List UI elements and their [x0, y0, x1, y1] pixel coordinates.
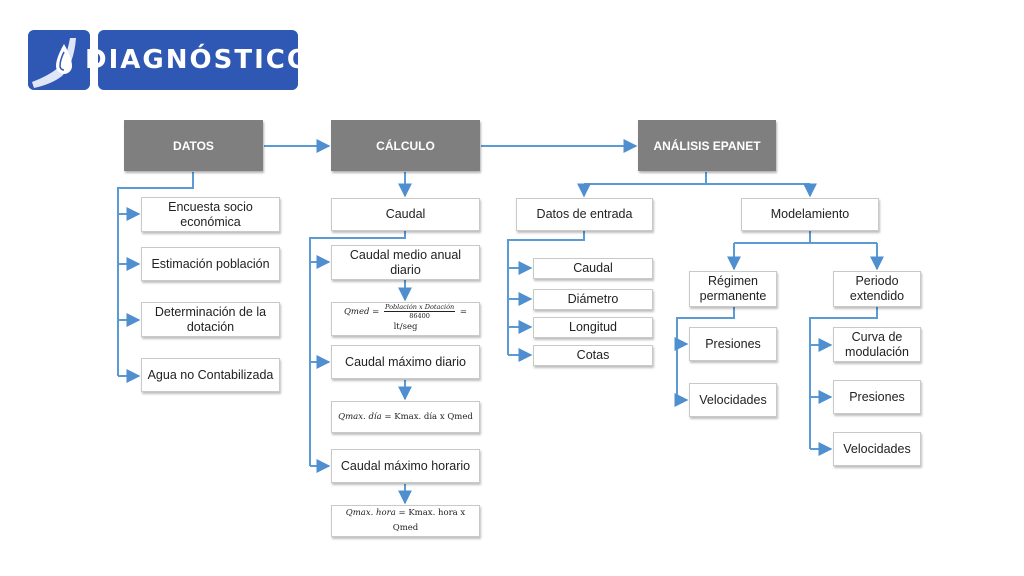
regimen-permanente: Régimen permanente: [689, 271, 777, 307]
formula-qmax-hora: Qmax. hora = Kmax. hora x Qmed: [331, 505, 480, 537]
formula-qmed-numerator: Población x Dotación: [384, 303, 456, 312]
regimen-item-velocidades: Velocidades: [689, 383, 777, 417]
datos-item-estimacion: Estimación población: [141, 247, 280, 281]
periodo-item-curva-modulacion: Curva de modulación: [833, 327, 921, 362]
analisis-epanet-header: ANÁLISIS EPANET: [638, 120, 776, 171]
datos-header: DATOS: [124, 120, 263, 171]
calculo-caudal-maximo-diario: Caudal máximo diario: [331, 345, 480, 379]
calculo-header: CÁLCULO: [331, 120, 480, 171]
formula-qmax-dia-rhs: = Kmax. día x Qmed: [384, 411, 473, 422]
entrada-item-diametro: Diámetro: [533, 289, 653, 310]
page-title: DIAGNÓSTICO: [85, 30, 309, 90]
formula-qmed-rhs: = lt/seg: [393, 307, 468, 332]
entrada-item-caudal: Caudal: [533, 258, 653, 279]
datos-de-entrada: Datos de entrada: [516, 198, 653, 231]
datos-item-encuesta: Encuesta socio económica: [141, 197, 280, 232]
periodo-item-presiones: Presiones: [833, 380, 921, 414]
formula-qmed: Qmed = Población x Dotación 86400 = lt/s…: [331, 302, 480, 336]
formula-qmax-hora-lhs: Qmax. hora: [345, 508, 396, 518]
formula-qmed-lhs: Qmed: [343, 307, 370, 317]
datos-item-dotacion: Determinación de la dotación: [141, 302, 280, 337]
entrada-item-longitud: Longitud: [533, 317, 653, 338]
periodo-item-velocidades: Velocidades: [833, 432, 921, 466]
calculo-caudal: Caudal: [331, 198, 480, 231]
periodo-extendido: Periodo extendido: [833, 271, 921, 307]
formula-qmed-denominator: 86400: [409, 312, 430, 320]
modelamiento: Modelamiento: [741, 198, 879, 231]
regimen-item-presiones: Presiones: [689, 327, 777, 361]
formula-qmax-dia-lhs: Qmax. día: [338, 411, 382, 422]
logo-water-drop-icon: [28, 30, 90, 90]
calculo-caudal-maximo-horario: Caudal máximo horario: [331, 449, 480, 483]
calculo-caudal-medio: Caudal medio anual diario: [331, 245, 480, 280]
formula-qmax-dia: Qmax. día = Kmax. día x Qmed: [331, 401, 480, 433]
entrada-item-cotas: Cotas: [533, 345, 653, 366]
datos-item-agua-no-contabilizada: Agua no Contabilizada: [141, 358, 280, 392]
formula-qmax-hora-rhs: = Kmax. hora x Qmed: [392, 508, 466, 533]
